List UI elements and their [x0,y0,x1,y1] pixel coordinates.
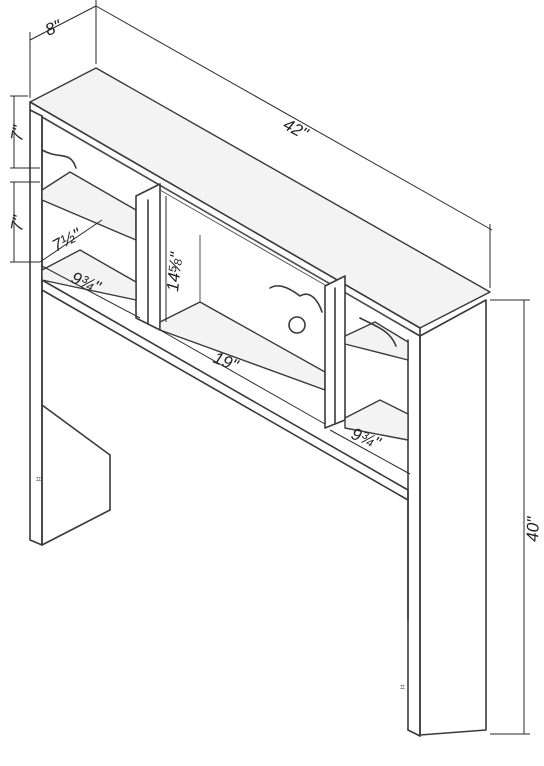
right-upper-shelf [344,321,409,361]
left-niche-bottom [41,249,137,301]
top-height-label: 7" [7,123,29,143]
hardware-label-left: ⌗ [36,474,41,484]
left-scallop [41,149,77,169]
hardware-label-right: ⌗ [400,682,405,692]
center-height-label: 14⅝" [163,251,186,293]
right-lower-shelf [344,399,409,441]
width-label: 42" [280,115,312,144]
shelf-height-label: 7" [7,213,29,233]
cord-hole [288,316,306,334]
right-side-panel [419,299,487,736]
total-height-label: 40" [523,516,543,543]
depth-label: 8" [42,16,64,40]
lower-front-face [41,279,409,621]
center-scallop [269,285,323,313]
upper-left-shelf [41,171,137,241]
right-scallop [359,317,397,347]
